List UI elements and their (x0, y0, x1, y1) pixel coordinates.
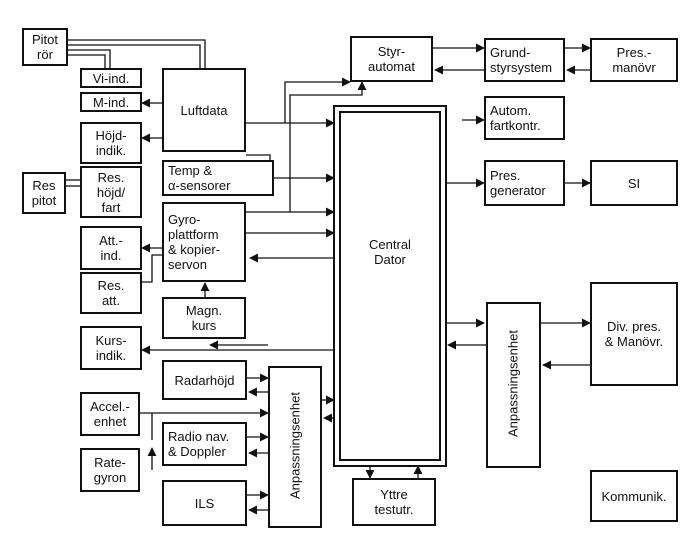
div-pres-manovr-block: Div. pres. & Manövr. (590, 282, 678, 386)
hojd-indik-block: Höjd- indik. (80, 122, 142, 164)
accel-enhet-label: Accel.- enhet (90, 399, 130, 429)
yttre-testutr-label: Yttre testutr. (374, 487, 414, 517)
anpassningsenhet-left-label: Anpassningsenhet (287, 392, 303, 499)
magn-kurs-label: Magn. kurs (185, 303, 223, 333)
autom-fartkontr-block: Autom. fartkontr. (484, 96, 565, 140)
central-dator-label: Central Dator (369, 237, 411, 267)
radarhojd-label: Radarhöjd (174, 372, 235, 388)
temp-sensorer-block: Temp & α-sensorer (162, 160, 274, 196)
central-dator-block: Central Dator (342, 230, 438, 274)
res-att-block: Res. att. (80, 272, 142, 314)
anpassningsenhet-right-block (486, 302, 541, 468)
temp-sensorer-label: Temp & α-sensorer (168, 163, 231, 193)
kurs-indik-block: Kurs- indik. (80, 326, 142, 370)
anpassningsenhet-left-block (268, 366, 322, 528)
hojd-indik-label: Höjd- indik. (95, 128, 127, 158)
radio-nav-label: Radio nav. & Doppler (168, 429, 230, 459)
magn-kurs-block: Magn. kurs (162, 297, 246, 339)
pitot-ror-block: Pitot rör (22, 28, 68, 66)
luftdata-block: Luftdata (162, 68, 246, 152)
pres-manovr-label: Pres.- manövr (612, 45, 656, 75)
ils-block: ILS (162, 480, 247, 526)
ils-label: ILS (194, 495, 215, 511)
grundstyrsystem-label: Grund- styrsystem (490, 45, 553, 75)
central-dator-frame (333, 105, 447, 467)
kommunik-block: Kommunik. (590, 470, 678, 522)
luftdata-label: Luftdata (180, 102, 228, 118)
rate-gyron-label: Rate- gyron (93, 455, 127, 485)
m-ind-block: M-ind. (80, 92, 142, 112)
kurs-indik-label: Kurs- indik. (95, 333, 127, 363)
kommunik-label: Kommunik. (601, 488, 667, 504)
res-hojd-fart-block: Res. höjd/ fart (80, 166, 142, 218)
accel-enhet-block: Accel.- enhet (80, 392, 140, 436)
grundstyrsystem-block: Grund- styrsystem (484, 38, 565, 82)
pres-generator-block: Pres. generator (484, 160, 565, 206)
autom-fartkontr-label: Autom. fartkontr. (490, 103, 541, 133)
anpassningsenhet-right-label: Anpassningsenhet (505, 330, 521, 437)
res-pitot-label: Res pitot (31, 178, 57, 208)
gyroplattform-block: Gyro- plattform & kopier- servon (162, 202, 246, 282)
si-block: SI (590, 160, 678, 206)
yttre-testutr-block: Yttre testutr. (352, 478, 436, 526)
res-pitot-block: Res pitot (22, 172, 66, 214)
gyroplattform-label: Gyro- plattform & kopier- servon (168, 212, 221, 272)
styrautomat-label: Styr- automat (368, 44, 415, 74)
radarhojd-block: Radarhöjd (162, 360, 247, 400)
styrautomat-block: Styr- automat (350, 36, 433, 82)
radio-nav-block: Radio nav. & Doppler (162, 422, 247, 466)
res-att-label: Res. att. (97, 278, 125, 308)
att-ind-label: Att.- ind. (99, 233, 123, 263)
si-label: SI (627, 175, 641, 191)
m-ind-label: M-ind. (92, 94, 130, 110)
vi-ind-label: Vi-ind. (92, 70, 130, 86)
rate-gyron-block: Rate- gyron (80, 448, 140, 492)
vi-ind-block: Vi-ind. (80, 68, 142, 88)
pres-generator-label: Pres. generator (490, 168, 546, 198)
pres-manovr-block: Pres.- manövr (590, 38, 678, 82)
pitot-ror-label: Pitot rör (31, 32, 58, 62)
att-ind-block: Att.- ind. (80, 226, 142, 270)
div-pres-manovr-label: Div. pres. & Manövr. (604, 319, 664, 349)
res-hojd-fart-label: Res. höjd/ fart (96, 169, 126, 215)
